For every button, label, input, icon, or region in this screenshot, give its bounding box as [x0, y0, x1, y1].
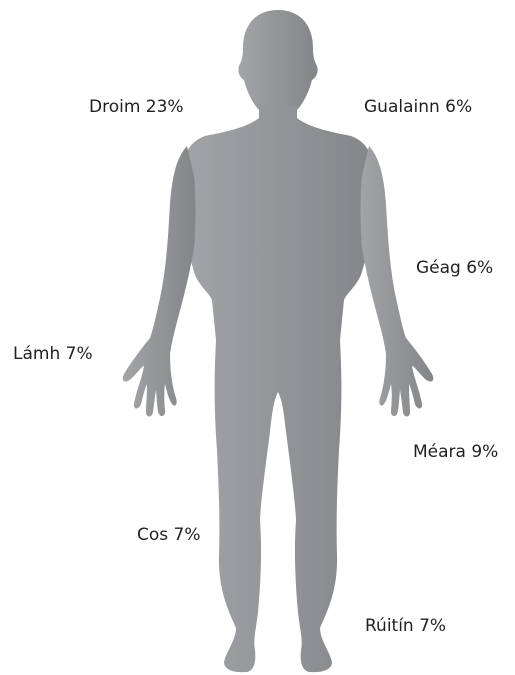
label-shoulder: Gualainn 6% [364, 97, 473, 117]
torso-shape [181, 105, 375, 673]
label-leg: Cos 7% [137, 525, 201, 545]
label-fingers: Méara 9% [413, 442, 499, 462]
label-ankle: Rúitín 7% [365, 616, 447, 636]
left-arm-shape [122, 146, 196, 417]
label-limb: Géag 6% [416, 258, 494, 278]
right-arm-shape [360, 146, 434, 417]
label-back: Droim 23% [89, 97, 184, 117]
label-hand: Lámh 7% [13, 344, 93, 364]
head-shape [238, 10, 318, 110]
